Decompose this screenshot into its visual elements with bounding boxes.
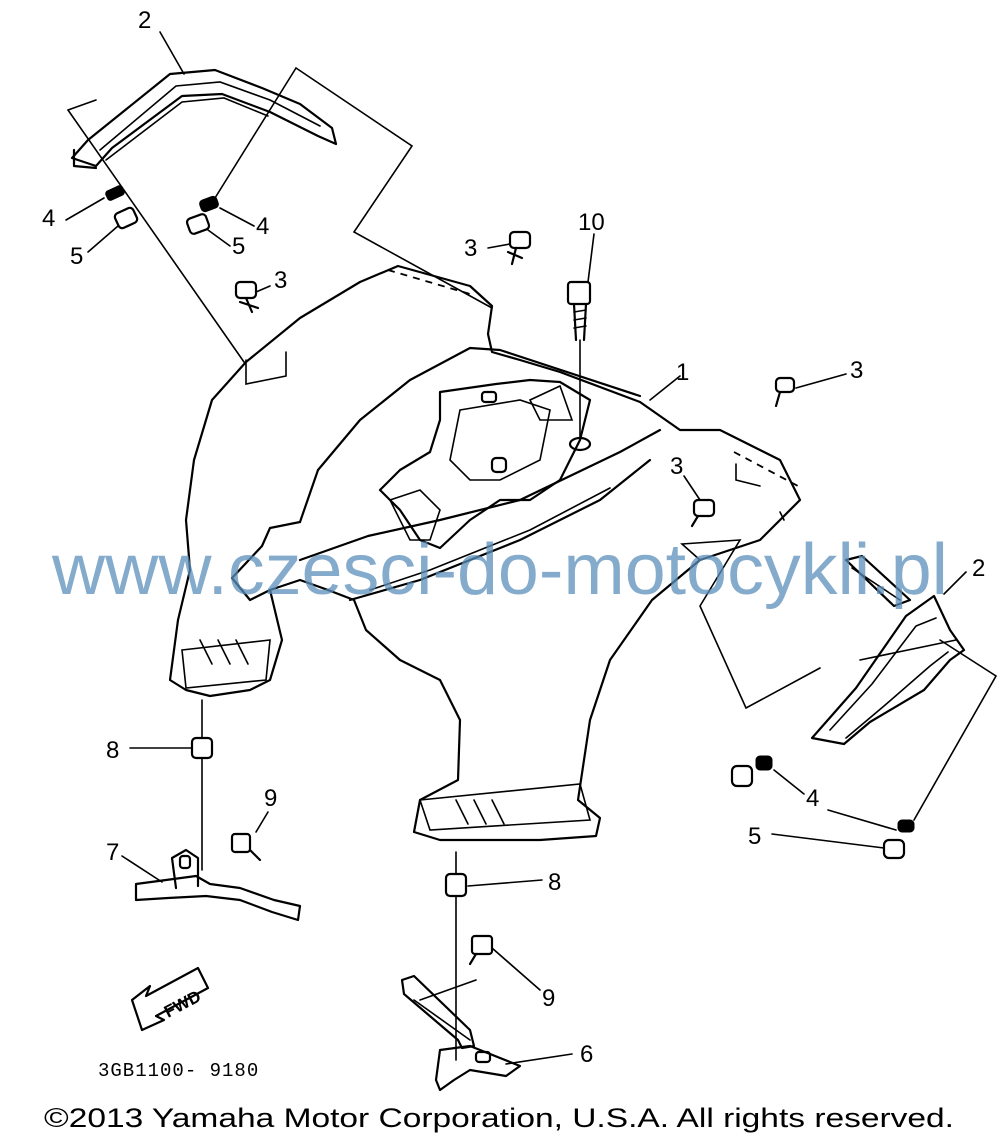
nut-4-left: [105, 185, 125, 201]
bolt-10: [566, 280, 592, 441]
nut-4-right: [755, 755, 915, 833]
fwd-label: FWD: [161, 987, 204, 1022]
bolt-3-b: [506, 230, 532, 266]
bolt-9-right: [468, 934, 494, 966]
bolt-3-a: [234, 280, 260, 314]
callout-3-d: 3: [670, 453, 683, 480]
callout-5-mid: 5: [232, 233, 245, 260]
nut-5-left: [113, 206, 139, 230]
callout-3-a: 3: [274, 267, 287, 294]
callout-2-right: 2: [972, 555, 985, 582]
callout-7: 7: [106, 839, 119, 866]
callout-2-top: 2: [138, 7, 151, 34]
nut-5-mid: [185, 213, 211, 235]
callout-leaders: [65, 31, 967, 1065]
leader-lines-top: [67, 67, 493, 363]
callout-8-left: 8: [106, 737, 119, 764]
callout-6: 6: [580, 1041, 593, 1068]
collar-8-right: [444, 851, 468, 1061]
diagram-code: 3GB1100- 9180: [98, 1060, 259, 1082]
nut-5-right: [730, 764, 906, 860]
callout-4-right: 4: [806, 785, 819, 812]
grab-bar-top: [70, 68, 338, 170]
fwd-arrow: FWD: [130, 966, 210, 1032]
callout-numbers: 2 4 5 4 5 3 3 10 1 3 3 2 8 9 7 4 5 8 9 6: [42, 7, 985, 1068]
bolt-9-left: [230, 832, 262, 862]
callout-8-right: 8: [548, 869, 561, 896]
collar-8-left: [190, 699, 214, 871]
callout-4-mid: 4: [256, 213, 269, 240]
copyright-notice: ©2013 Yamaha Motor Corporation, U.S.A. A…: [44, 1103, 954, 1133]
callout-3-c: 3: [850, 357, 863, 384]
callout-3-b: 3: [464, 235, 477, 262]
callout-9-left: 9: [264, 785, 277, 812]
grab-bar-right: [810, 554, 966, 746]
callout-5-right: 5: [748, 823, 761, 850]
rear-fender: [168, 264, 802, 842]
callout-4-left: 4: [42, 205, 55, 232]
stay-6: [400, 974, 522, 1092]
callout-10: 10: [578, 209, 605, 236]
bolt-3-d: [690, 498, 716, 528]
callout-5-left: 5: [70, 243, 83, 270]
stay-7: [134, 848, 302, 922]
callout-9-right: 9: [542, 985, 555, 1012]
bolt-3-c: [774, 376, 796, 408]
watermark-url: www.czesci-do-motocykli.pl: [51, 530, 948, 610]
leader-lines-right: [680, 539, 998, 821]
callout-1: 1: [676, 359, 689, 386]
nut-4-mid: [199, 195, 219, 213]
